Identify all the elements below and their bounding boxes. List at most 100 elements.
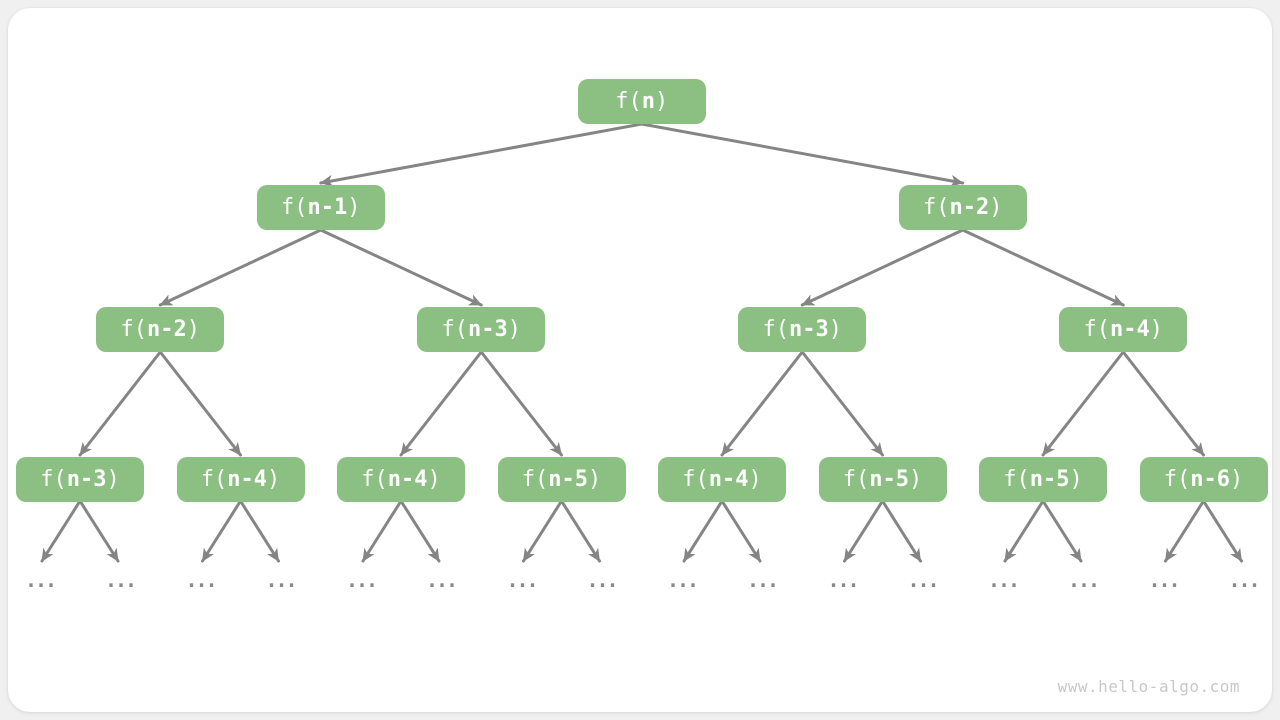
tree-edge-arrow xyxy=(319,228,483,307)
leaf-ellipsis: ... xyxy=(1228,568,1260,592)
tree-edge-arrow xyxy=(843,499,884,563)
node-label-prefix: f( xyxy=(521,466,549,492)
tree-node: f(n-2) xyxy=(898,185,1027,230)
leaf-ellipsis: ... xyxy=(987,568,1020,592)
node-label-prefix: f( xyxy=(40,466,67,492)
leaf-ellipsis: ... xyxy=(586,568,618,592)
leaf-ellipsis: ... xyxy=(1148,568,1180,592)
node-label-prefix: f( xyxy=(361,466,388,492)
tree-edge-arrow xyxy=(1164,499,1205,563)
leaf-ellipsis: ... xyxy=(666,568,699,592)
node-label-suffix: ) xyxy=(427,466,441,492)
watermark-text: www.hello-algo.com xyxy=(1057,677,1240,696)
tree-node: f(n-2) xyxy=(96,307,225,352)
tree-edge-arrow xyxy=(158,228,323,307)
leaf-ellipsis: ... xyxy=(907,568,939,592)
tree-node: f(n-5) xyxy=(497,457,626,502)
node-label-suffix: ) xyxy=(989,194,1003,220)
leaf-ellipsis: ... xyxy=(506,568,538,592)
node-label-argument: n-5 xyxy=(869,466,909,492)
node-label-prefix: f( xyxy=(120,316,148,342)
tree-edge-arrow xyxy=(522,499,563,563)
leaf-ellipsis: ... xyxy=(104,568,137,592)
tree-node: f(n) xyxy=(577,79,706,124)
node-label-argument: n-4 xyxy=(708,466,749,492)
tree-edge-arrow xyxy=(78,350,162,457)
leaf-ellipsis: ... xyxy=(746,568,779,592)
node-label-suffix: ) xyxy=(909,466,923,492)
node-label-argument: n-4 xyxy=(1110,316,1150,342)
node-label-argument: n xyxy=(641,88,655,114)
node-label-prefix: f( xyxy=(923,194,950,220)
node-label-argument: n-3 xyxy=(789,316,829,342)
leaf-ellipsis: ... xyxy=(1067,568,1100,592)
node-label-argument: n-5 xyxy=(548,466,588,492)
tree-edge-arrow xyxy=(961,228,1125,307)
leaf-ellipsis: ... xyxy=(185,568,217,592)
node-label-suffix: ) xyxy=(748,466,762,492)
node-label-prefix: f( xyxy=(615,88,642,114)
tree-edge-arrow xyxy=(40,499,82,563)
node-label-argument: n-3 xyxy=(66,466,107,492)
node-label-suffix: ) xyxy=(507,316,521,342)
tree-node: f(n-5) xyxy=(818,457,947,502)
node-label-suffix: ) xyxy=(186,316,200,342)
node-label-argument: n-5 xyxy=(1029,466,1070,492)
tree-edge-arrow xyxy=(1041,350,1125,457)
tree-node: f(n-4) xyxy=(176,457,305,502)
leaf-ellipsis: ... xyxy=(345,568,378,592)
tree-edge-arrow xyxy=(560,499,601,563)
node-label-suffix: ) xyxy=(1149,316,1163,342)
leaf-ellipsis: ... xyxy=(24,568,57,592)
tree-edge-arrow xyxy=(720,499,762,563)
tree-node: f(n-3) xyxy=(738,307,867,352)
node-label-suffix: ) xyxy=(347,194,361,220)
tree-node: f(n-4) xyxy=(658,457,786,502)
tree-edge-arrow xyxy=(1041,499,1083,563)
tree-edge-arrow xyxy=(239,499,280,563)
tree-edge-arrow xyxy=(640,122,965,187)
node-label-suffix: ) xyxy=(1069,466,1083,492)
tree-edge-arrow xyxy=(800,228,965,307)
tree-edge-arrow xyxy=(1003,499,1045,563)
tree-edge-arrow xyxy=(1202,499,1243,563)
tree-node: f(n-1) xyxy=(256,185,385,230)
leaf-ellipsis: ... xyxy=(827,568,859,592)
node-label-argument: n-4 xyxy=(227,466,267,492)
tree-node: f(n-3) xyxy=(16,457,144,502)
node-label-prefix: f( xyxy=(842,466,870,492)
node-label-argument: n-2 xyxy=(147,316,187,342)
node-label-suffix: ) xyxy=(588,466,602,492)
tree-node: f(n-3) xyxy=(417,307,546,352)
node-label-suffix: ) xyxy=(106,466,120,492)
node-label-prefix: f( xyxy=(1003,466,1030,492)
node-label-argument: n-3 xyxy=(468,316,508,342)
node-label-prefix: f( xyxy=(682,466,709,492)
tree-edge-arrow xyxy=(720,350,804,457)
node-label-argument: n-4 xyxy=(387,466,428,492)
node-label-suffix: ) xyxy=(828,316,842,342)
node-label-prefix: f( xyxy=(762,316,790,342)
node-label-argument: n-1 xyxy=(307,194,348,220)
tree-edge-arrow xyxy=(479,350,563,457)
tree-edge-arrow xyxy=(201,499,242,563)
tree-node: f(n-5) xyxy=(979,457,1107,502)
tree-edge-arrow xyxy=(158,350,242,457)
node-label-suffix: ) xyxy=(655,88,669,114)
tree-edge-arrow xyxy=(399,350,483,457)
node-label-suffix: ) xyxy=(267,466,281,492)
leaf-ellipsis: ... xyxy=(425,568,458,592)
leaf-ellipsis: ... xyxy=(265,568,297,592)
tree-edge-arrow xyxy=(319,122,644,187)
tree-edge-arrow xyxy=(399,499,441,563)
tree-edge-arrow xyxy=(78,499,120,563)
node-label-prefix: f( xyxy=(441,316,469,342)
tree-edge-arrow xyxy=(682,499,724,563)
node-label-argument: n-2 xyxy=(949,194,990,220)
node-label-prefix: f( xyxy=(200,466,228,492)
tree-edge-arrow xyxy=(881,499,922,563)
tree-node: f(n-4) xyxy=(1059,307,1188,352)
tree-edge-arrow xyxy=(1121,350,1205,457)
